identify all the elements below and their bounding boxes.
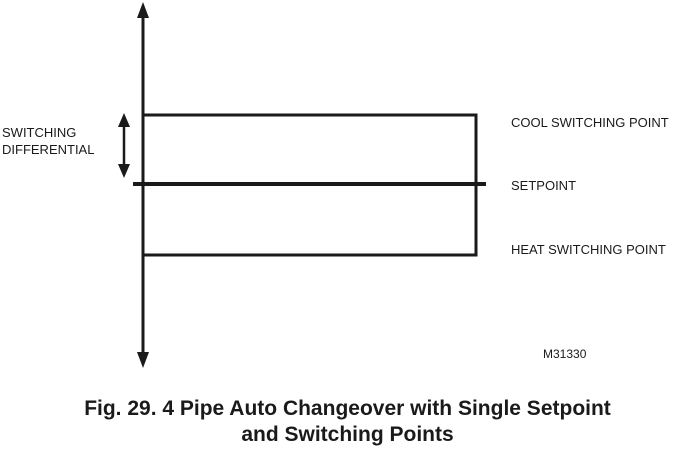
differential-arrow-down [118, 164, 130, 178]
switching-differential-label-line1: SWITCHING [2, 125, 76, 140]
switching-differential-label-line2: DIFFERENTIAL [2, 142, 94, 157]
caption-line-1: Fig. 29. 4 Pipe Auto Changeover with Sin… [84, 397, 611, 420]
figure-caption: Fig. 29. 4 Pipe Auto Changeover with Sin… [0, 396, 695, 448]
caption-line-2: and Switching Points [241, 423, 454, 446]
differential-arrow-up [118, 113, 130, 127]
cool-switching-point-label: COOL SWITCHING POINT [511, 115, 669, 130]
heat-switching-point-label: HEAT SWITCHING POINT [511, 242, 666, 257]
axis-arrow-down [137, 352, 149, 368]
setpoint-label: SETPOINT [511, 178, 576, 193]
figure-id: M31330 [543, 347, 587, 361]
axis-arrow-up [137, 2, 149, 18]
